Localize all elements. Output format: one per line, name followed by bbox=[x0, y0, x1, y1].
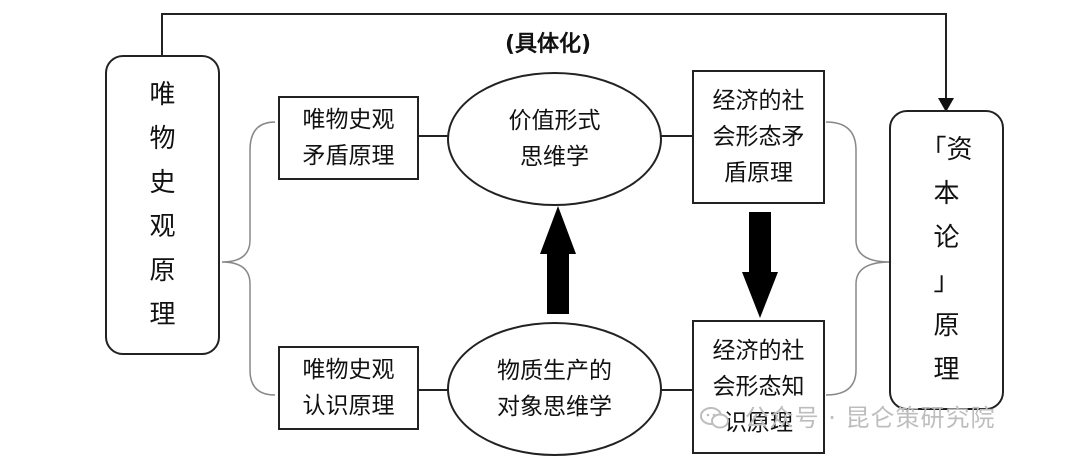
right-bracket bbox=[825, 121, 891, 396]
top-label: (具体化) bbox=[505, 32, 592, 57]
wechat-icon bbox=[700, 407, 729, 429]
box-economic-knowledge: 经济的社 会形态知 识原理 bbox=[692, 320, 825, 454]
oval-material-production-thinking: 物质生产的 对象思维学 bbox=[447, 322, 662, 456]
up-arrow-head bbox=[540, 206, 576, 254]
left-pillar-box: 唯 物 史 观 原 理 bbox=[105, 55, 220, 355]
box-materialism-contradiction: 唯物史观 矛盾原理 bbox=[278, 96, 419, 180]
left-bracket bbox=[221, 121, 276, 396]
oval-value-form-thinking: 价值形式 思维学 bbox=[447, 72, 662, 206]
top-connector-line bbox=[161, 13, 947, 100]
box-economic-contradiction: 经济的社 会形态矛 盾原理 bbox=[692, 70, 825, 204]
watermark-text: 公众号 · 昆仑策研究院 bbox=[744, 404, 996, 432]
box-materialism-cognition: 唯物史观 认识原理 bbox=[278, 346, 419, 430]
right-pillar-box: 「资 本 论 」 原 理 bbox=[889, 110, 1004, 410]
watermark: 公众号 · 昆仑策研究院 bbox=[700, 398, 996, 433]
top-connector-arrowhead bbox=[938, 98, 954, 112]
up-arrow-shaft bbox=[547, 252, 569, 314]
down-arrow-head bbox=[742, 272, 778, 318]
down-arrow-shaft bbox=[749, 212, 771, 274]
